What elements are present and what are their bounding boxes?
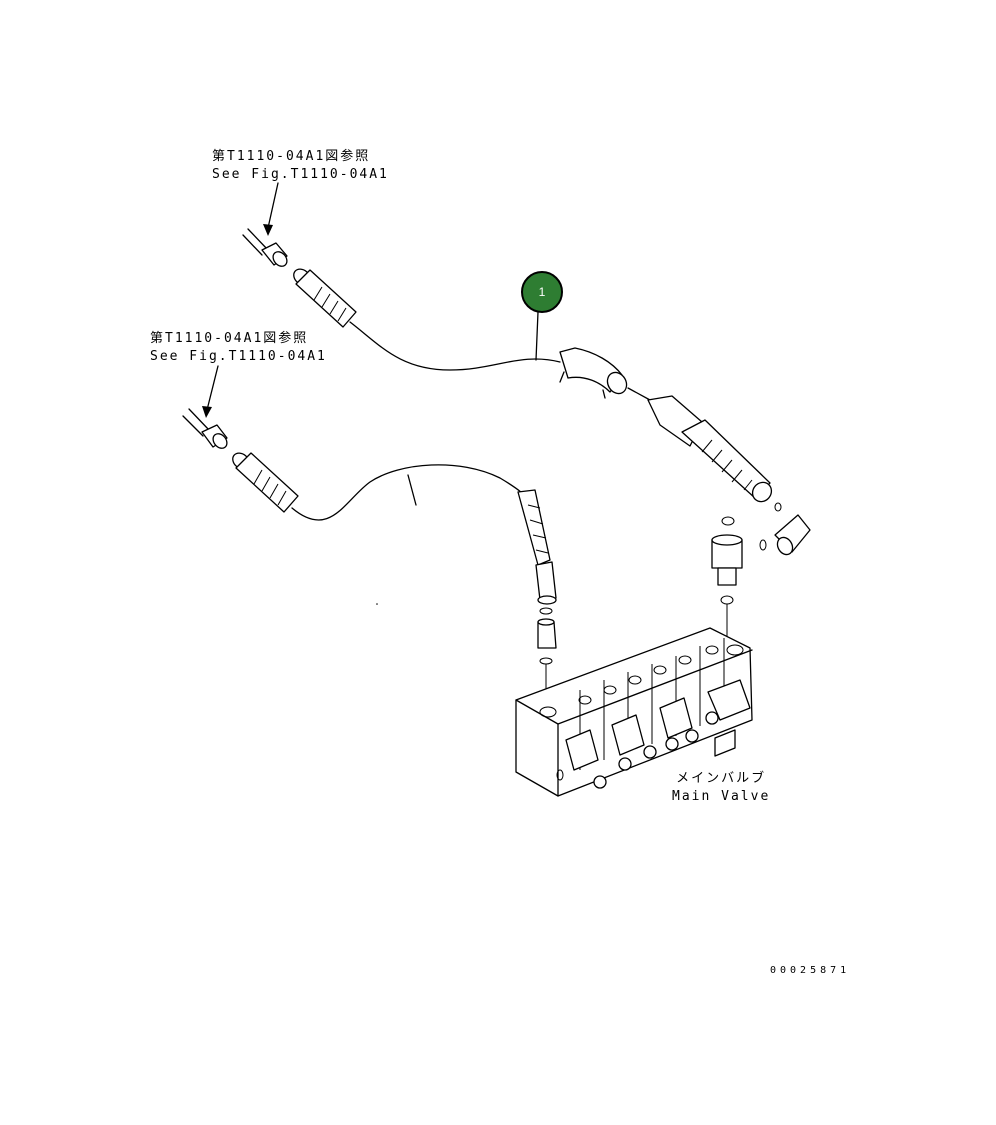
- callout-number[interactable]: 1: [538, 285, 546, 299]
- callout-bubble[interactable]: [521, 271, 563, 313]
- reference-arrow-lower: [202, 365, 219, 418]
- reference-jp-upper: 第T1110-04A1図参照: [212, 149, 371, 164]
- reference-label-lower: 第T1110-04A1図参照 See Fig.T1110-04A1: [150, 330, 327, 366]
- main-valve-en: Main Valve: [672, 789, 771, 804]
- reference-en-lower: See Fig.T1110-04A1: [150, 349, 327, 364]
- reference-jp-lower: 第T1110-04A1図参照: [150, 331, 309, 346]
- hose-upper: [293, 268, 811, 556]
- adapter-right: [711, 516, 743, 650]
- callout-leader: [535, 311, 539, 361]
- reference-arrow-upper: [263, 182, 279, 236]
- document-number: 00025871: [770, 965, 851, 976]
- reference-en-upper: See Fig.T1110-04A1: [212, 167, 389, 182]
- main-valve-block: [515, 627, 753, 797]
- hose-lower: [232, 452, 557, 700]
- reference-label-upper: 第T1110-04A1図参照 See Fig.T1110-04A1: [212, 148, 389, 184]
- pipe-stub-upper: [242, 228, 288, 267]
- main-valve-label: メインバルブ Main Valve: [672, 770, 770, 806]
- main-valve-jp: メインバルブ: [676, 771, 767, 786]
- pipe-stub-lower: [182, 408, 228, 449]
